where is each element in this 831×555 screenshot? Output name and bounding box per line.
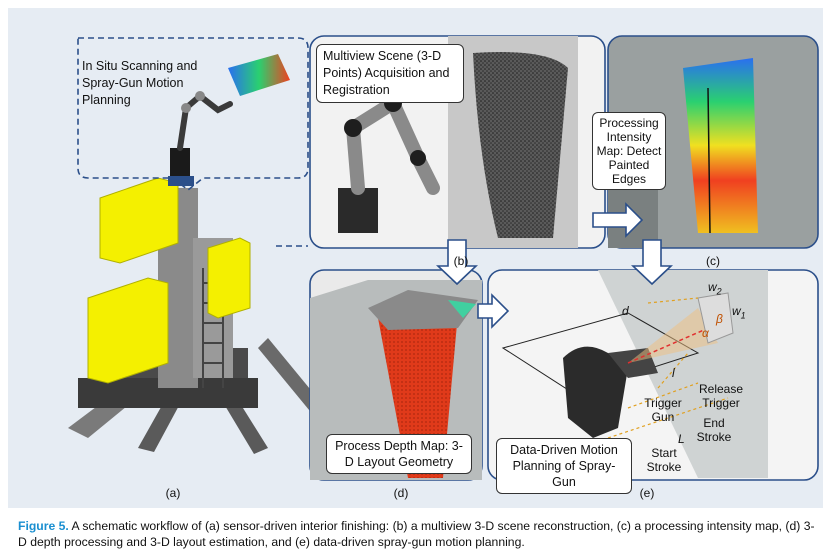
annotation-release-trigger: Release Trigger xyxy=(698,382,744,410)
robot-platform-illustration xyxy=(68,91,338,454)
annotation-end-stroke: End Stroke xyxy=(696,416,732,444)
figure-illustration xyxy=(68,35,819,481)
panel-label-e: (e) xyxy=(639,486,655,500)
caption-text: A schematic workflow of (a) sensor-drive… xyxy=(18,519,815,549)
arrow-b-to-c xyxy=(592,202,644,238)
annotation-L: L xyxy=(678,432,685,446)
arrow-b-to-d xyxy=(435,239,479,286)
annotation-alpha: α xyxy=(702,326,709,340)
annotation-w1: w1 xyxy=(732,304,746,321)
callout-box-c: Processing Intensity Map: Detect Painted… xyxy=(592,112,666,190)
scan-map-thumbnail xyxy=(228,54,290,96)
arrow-d-to-e xyxy=(477,293,510,329)
figure-panel: In Situ Scanning and Spray-Gun Motion Pl… xyxy=(8,8,823,508)
panel-d-image xyxy=(309,269,483,481)
annotation-beta: β xyxy=(716,312,723,326)
panel-label-a: (a) xyxy=(165,486,181,500)
figure-caption: Figure 5. A schematic workflow of (a) se… xyxy=(18,518,818,550)
annotation-start-stroke: Start Stroke xyxy=(646,446,682,474)
arrow-c-to-e xyxy=(630,239,674,286)
panel-label-d: (d) xyxy=(393,486,409,500)
panel-label-c: (c) xyxy=(706,254,720,268)
panel-e-image xyxy=(487,269,819,481)
annotation-l: l xyxy=(672,366,675,380)
annotation-w2: w2 xyxy=(708,280,722,297)
callout-box-b: Multiview Scene (3-D Points) Acquisition… xyxy=(316,44,464,103)
callout-text-a: In Situ Scanning and Spray-Gun Motion Pl… xyxy=(82,59,198,107)
callout-box-d: Process Depth Map: 3-D Layout Geometry xyxy=(326,434,472,474)
panel-label-b: (b) xyxy=(453,254,469,268)
callout-box-e: Data-Driven Motion Planning of Spray-Gun xyxy=(496,438,632,494)
annotation-d: d xyxy=(622,304,629,318)
figure-reference: Figure 5. xyxy=(18,519,69,533)
annotation-trigger-gun: Trigger Gun xyxy=(644,396,682,424)
